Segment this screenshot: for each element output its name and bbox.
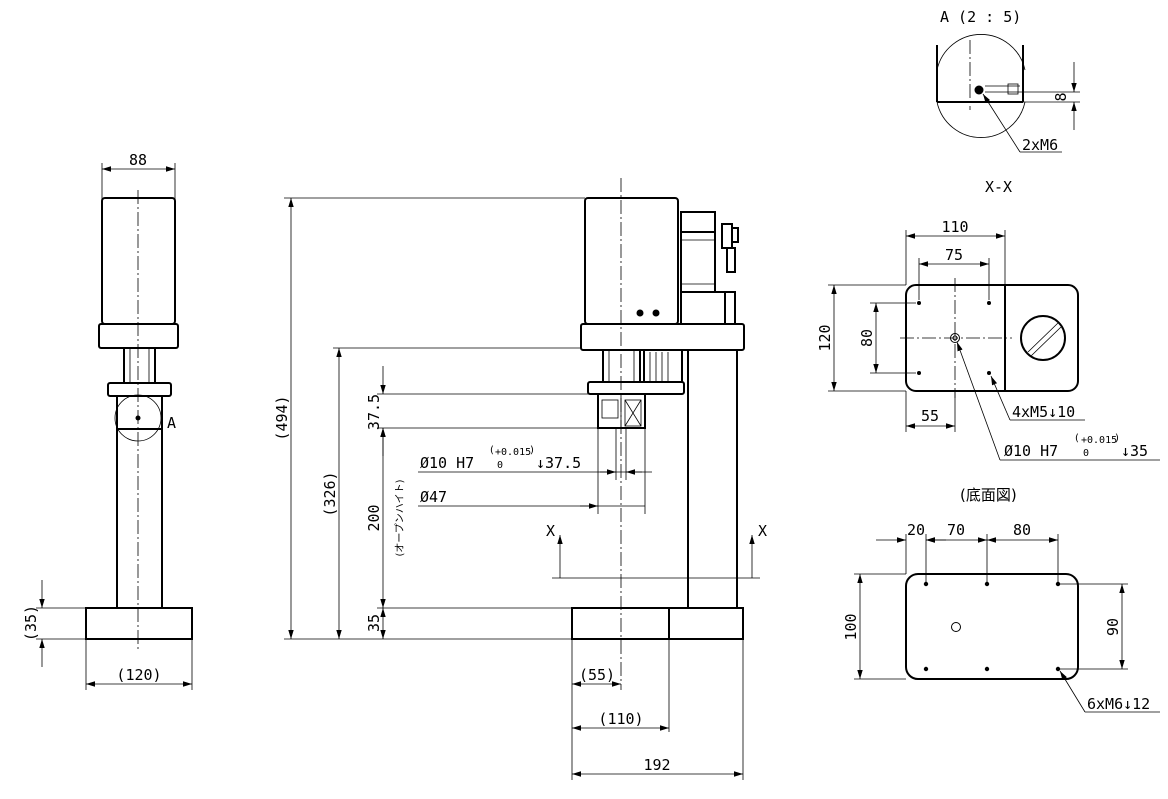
xx-paren-close: ) bbox=[1115, 433, 1119, 444]
side-dim-base-height: (35) bbox=[22, 605, 40, 641]
section-xx-title: X-X bbox=[985, 178, 1012, 196]
bottom-dim-height: 100 bbox=[842, 613, 860, 640]
side-column bbox=[116, 428, 163, 609]
section-xx-view: X-X 110 75 120 80 55 bbox=[816, 178, 1160, 461]
bottom-dim-hole-height: 90 bbox=[1104, 618, 1122, 636]
front-dim-open-height: 200 bbox=[365, 504, 383, 531]
column-section-circle bbox=[1020, 315, 1066, 361]
bottom-label-holes: 6xM6↓12 bbox=[1087, 695, 1150, 713]
front-tolerance-upper: +0.015 bbox=[495, 447, 531, 458]
xx-label-mount-holes: 4xM5↓10 bbox=[1012, 403, 1075, 421]
xx-tolerance-lower: 0 bbox=[1083, 448, 1089, 459]
xx-tolerance-upper: +0.015 bbox=[1081, 435, 1117, 446]
xx-label-center-hole: Ø10 H7 bbox=[1004, 442, 1058, 460]
front-dim-column-height: (326) bbox=[321, 471, 339, 516]
front-dim-overall-height: (494) bbox=[273, 395, 291, 440]
front-paren-open: ( bbox=[490, 445, 494, 456]
detail-a-dim-height: 8 bbox=[1052, 92, 1070, 101]
base-holes bbox=[923, 581, 1061, 672]
side-base bbox=[85, 607, 193, 640]
detail-a-circle-upper bbox=[936, 34, 1026, 71]
bottom-view: (底面図) 20 70 80 100 90 6xM6↓12 bbox=[842, 486, 1160, 713]
front-label-bore-depth: ↓37.5 bbox=[536, 454, 581, 472]
front-dim-base: 35 bbox=[365, 614, 383, 632]
base-plate-outline bbox=[905, 573, 1079, 680]
side-marker-a: A bbox=[167, 414, 176, 432]
front-label-diameter: Ø47 bbox=[420, 488, 447, 506]
front-section-mark-left: X bbox=[546, 522, 555, 540]
motor-cover bbox=[101, 197, 176, 325]
tapped-hole-icon bbox=[974, 85, 984, 95]
bottom-view-title: (底面図) bbox=[960, 486, 1017, 504]
bottom-dim-b: 70 bbox=[947, 521, 965, 539]
detail-a-label-holes: 2xM6 bbox=[1022, 136, 1058, 154]
press-head-plate bbox=[580, 323, 745, 351]
tool-holder bbox=[597, 393, 646, 429]
front-view: (494) (326) 37.5 200 (オープンハイト) 35 Ø10 H7… bbox=[273, 178, 767, 780]
xx-dim-hole-pitch: 75 bbox=[945, 246, 963, 264]
bottom-dim-c: 80 bbox=[1013, 521, 1031, 539]
side-view: A 88 (35) (120) bbox=[22, 151, 193, 690]
servo-motor bbox=[680, 211, 739, 325]
front-label-open-height: (オープンハイト) bbox=[394, 479, 406, 556]
xx-dim-center-offset: 55 bbox=[921, 407, 939, 425]
press-column bbox=[687, 349, 738, 609]
front-section-mark-right: X bbox=[758, 522, 767, 540]
front-dim-tool: 37.5 bbox=[365, 394, 383, 430]
front-tolerance-lower: 0 bbox=[497, 460, 503, 471]
press-base bbox=[571, 607, 744, 640]
xx-dim-total-height: 120 bbox=[816, 324, 834, 351]
detail-a-view: A (2 : 5) 8 2xM6 bbox=[936, 8, 1080, 154]
xx-dim-total-width: 110 bbox=[941, 218, 968, 236]
detail-a-circle-lower bbox=[936, 101, 1026, 138]
xx-label-center-depth: ↓35 bbox=[1121, 442, 1148, 460]
detail-a-title: A (2 : 5) bbox=[940, 8, 1021, 26]
xx-dim-hole-height: 80 bbox=[858, 329, 876, 347]
xx-paren-open: ( bbox=[1075, 433, 1079, 444]
mount-holes bbox=[917, 301, 991, 375]
side-dim-base-width: (120) bbox=[116, 666, 161, 684]
front-dim-depth: 192 bbox=[643, 756, 670, 774]
front-label-bore: Ø10 H7 bbox=[420, 454, 474, 472]
side-dim-width-top: 88 bbox=[129, 151, 147, 169]
bottom-dim-a: 20 bbox=[907, 521, 925, 539]
front-dim-offset-110: (110) bbox=[598, 710, 643, 728]
front-paren-close: ) bbox=[530, 445, 534, 456]
press-motor-body bbox=[584, 197, 679, 325]
front-dim-offset-55: (55) bbox=[579, 666, 615, 684]
